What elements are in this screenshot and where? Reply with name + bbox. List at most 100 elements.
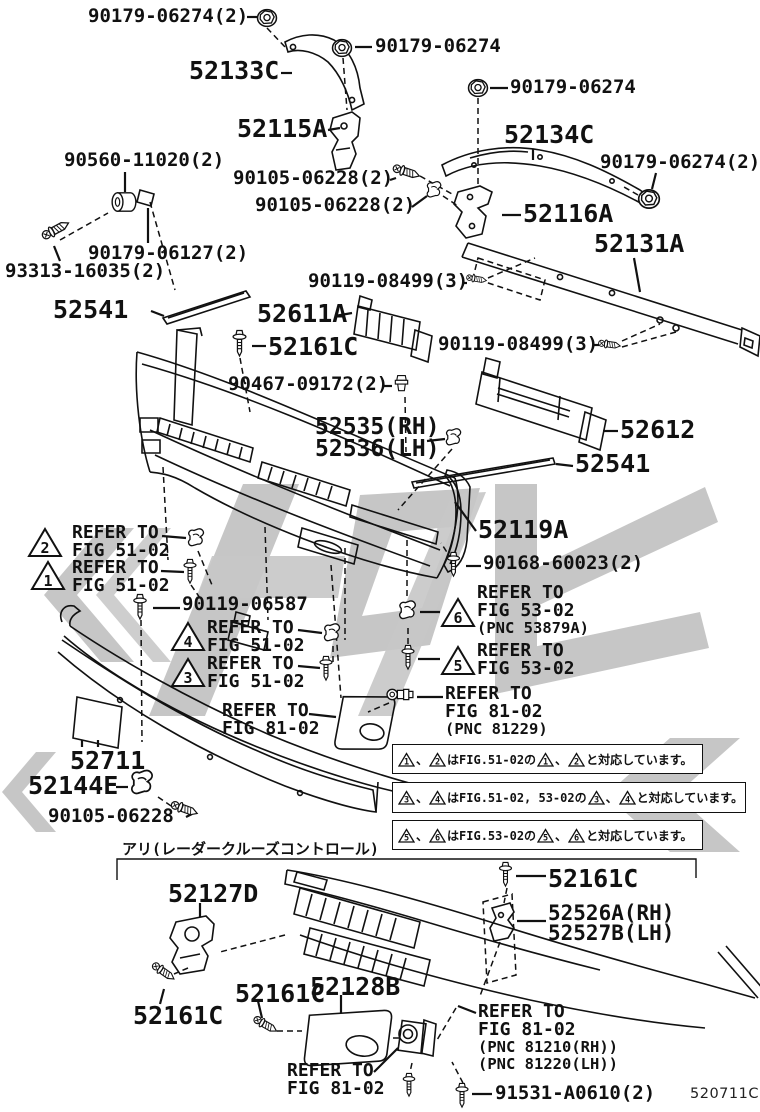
- part-label: 52161C: [133, 1001, 224, 1030]
- part-label: 52541: [53, 295, 129, 324]
- bolt-icon: [597, 338, 622, 351]
- part-label: 52611A: [257, 299, 348, 328]
- svg-text:2: 2: [435, 757, 440, 767]
- screw-icon: [39, 217, 72, 242]
- part-label: 52527B(LH): [548, 921, 675, 945]
- part-label: 52116A: [523, 199, 614, 228]
- part-label: 52144E: [28, 771, 119, 800]
- part-label: 52115A: [237, 114, 328, 143]
- part-label: 93313-16035(2): [5, 260, 166, 282]
- part-label: 90179-06127(2): [88, 242, 249, 264]
- triangle-marker: 3: [587, 790, 605, 806]
- leader-lines: [52, 15, 658, 1096]
- screw-icon: [498, 861, 513, 887]
- part-label: 52526A(RH): [548, 901, 675, 925]
- cover-52128b-art: [303, 1009, 393, 1067]
- nut-icon: [467, 78, 489, 98]
- nut-icon: [637, 189, 661, 209]
- part-label: 52612: [620, 415, 696, 444]
- triangle-marker-5: 5: [440, 645, 476, 676]
- triangle-marker-3: 3: [170, 657, 206, 688]
- figure-code: 520711C: [690, 1086, 759, 1102]
- part-label: 52161C: [235, 979, 326, 1008]
- svg-text:2: 2: [40, 539, 49, 557]
- part-label: 52128B: [310, 972, 401, 1001]
- bracket-52116a-art: [453, 185, 493, 239]
- screw-icon: [402, 1072, 416, 1097]
- triangle-marker: 5: [537, 827, 555, 843]
- screw-icon: [391, 162, 422, 182]
- svg-text:3: 3: [183, 669, 192, 687]
- part-label: 90105-06228: [48, 805, 174, 827]
- triangle-marker: 1: [398, 751, 415, 767]
- triangle-marker-6: 6: [440, 597, 476, 628]
- svg-text:2: 2: [574, 757, 579, 767]
- part-label: 52161C: [548, 864, 639, 893]
- part-label: 90467-09172(2): [228, 373, 389, 395]
- side-seal-52119a-art: [443, 469, 471, 574]
- triangle-marker-1: 1: [30, 560, 66, 591]
- triangle-marker-2: 2: [27, 527, 63, 558]
- triangle-marker: 4: [429, 790, 447, 805]
- part-label: 52161C: [268, 332, 359, 361]
- part-label: 52541: [575, 449, 651, 478]
- triangle-marker: 4: [618, 790, 636, 806]
- svg-text:6: 6: [453, 609, 462, 627]
- screw-icon: [455, 1082, 469, 1108]
- triangle-marker: 3: [398, 790, 415, 805]
- part-label: 90179-06274(2): [88, 5, 249, 27]
- absorber-52611a-art: [353, 294, 433, 364]
- svg-text:6: 6: [435, 833, 440, 843]
- svg-text:1: 1: [543, 757, 548, 767]
- part-label: 91531-A0610(2): [495, 1082, 656, 1104]
- part-label: 52133C: [189, 56, 280, 85]
- absorber-52612-art: [475, 356, 607, 452]
- retainer-52526a-art: [489, 902, 515, 942]
- triangle-marker: 6: [429, 827, 447, 843]
- part-label: 52131A: [594, 229, 685, 258]
- part-label: 90119-06587: [182, 593, 308, 615]
- triangle-marker: 2: [429, 751, 447, 767]
- part-label: 90560-11020(2): [64, 149, 225, 171]
- bracket-52127d-art: [169, 915, 215, 975]
- svg-text:1: 1: [404, 757, 409, 767]
- svg-text:4: 4: [625, 796, 630, 806]
- part-label: 52134C: [504, 120, 595, 149]
- bolt-icon: [465, 273, 488, 285]
- bracket-52133c-art: [284, 34, 365, 112]
- seal-52541-left-art: [161, 290, 252, 325]
- triangle-marker: 6: [568, 827, 586, 843]
- svg-text:1: 1: [43, 572, 52, 590]
- socket-icon: [386, 688, 414, 701]
- reinforcement-52131a-art: [461, 242, 760, 358]
- triangle-marker-4: 4: [170, 621, 206, 652]
- bracket-52115a-art: [329, 111, 361, 171]
- part-label: 90179-06274(2): [600, 151, 760, 173]
- part-label: 52535(RH): [315, 414, 440, 440]
- svg-text:5: 5: [453, 657, 462, 675]
- clip-icon: [426, 181, 442, 198]
- clip-icon: [445, 428, 462, 446]
- part-label: 52536(LH): [315, 436, 440, 462]
- part-label: 52127D: [168, 879, 259, 908]
- svg-text:6: 6: [574, 833, 579, 843]
- svg-text:5: 5: [404, 833, 409, 843]
- screw-icon: [251, 1013, 280, 1036]
- section-label-jp: アリ(レーダークルーズコントロール): [122, 840, 379, 858]
- screw-icon: [232, 329, 247, 357]
- bumper-corner-art: [284, 869, 760, 1029]
- part-label: 90179-06274: [510, 76, 636, 98]
- bolt-icon: [133, 593, 147, 620]
- svg-text:3: 3: [594, 796, 599, 806]
- part-label: 90119-08499(3): [308, 270, 469, 292]
- clip-icon: [323, 623, 341, 642]
